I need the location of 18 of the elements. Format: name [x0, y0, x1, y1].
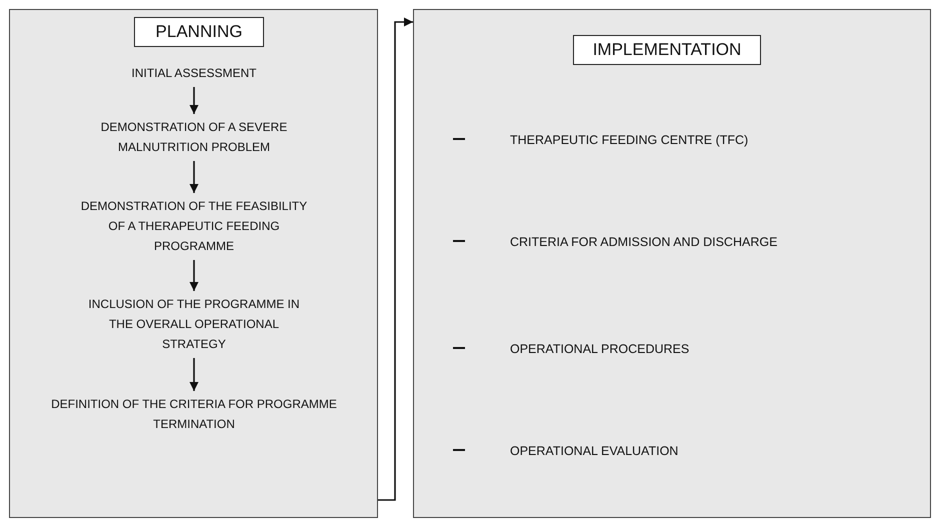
panel-background [413, 9, 931, 518]
step-text: DEMONSTRATION OF THE FEASIBILITY OF A THERAPEUTIC FEEDING PROGRAMME [79, 196, 309, 256]
heading-box: PLANNING [134, 17, 264, 47]
arrow [190, 161, 198, 193]
arrow [190, 260, 198, 291]
list-item: THERAPEUTIC FEEDING CENTRE (TFC) [510, 130, 890, 150]
step-text: DEFINITION OF THE CRITERIA FOR PROGRAMME TERMINATION [49, 394, 339, 434]
panel-background [9, 9, 378, 518]
arrow [378, 18, 413, 501]
arrow [190, 358, 198, 391]
list-item: OPERATIONAL EVALUATION [510, 441, 890, 461]
step-text: INITIAL ASSESSMENT [44, 63, 344, 83]
list-item: CRITERIA FOR ADMISSION AND DISCHARGE [510, 232, 890, 252]
list-item: OPERATIONAL PROCEDURES [510, 339, 890, 359]
step-text: INCLUSION OF THE PROGRAMME IN THE OVERALL OPERATIONAL STRATEGY [79, 294, 309, 354]
step-text: DEMONSTRATION OF A SEVERE MALNUTRITION PROBLEM [79, 117, 309, 157]
arrow [190, 87, 198, 114]
heading-box: IMPLEMENTATION [573, 35, 761, 65]
